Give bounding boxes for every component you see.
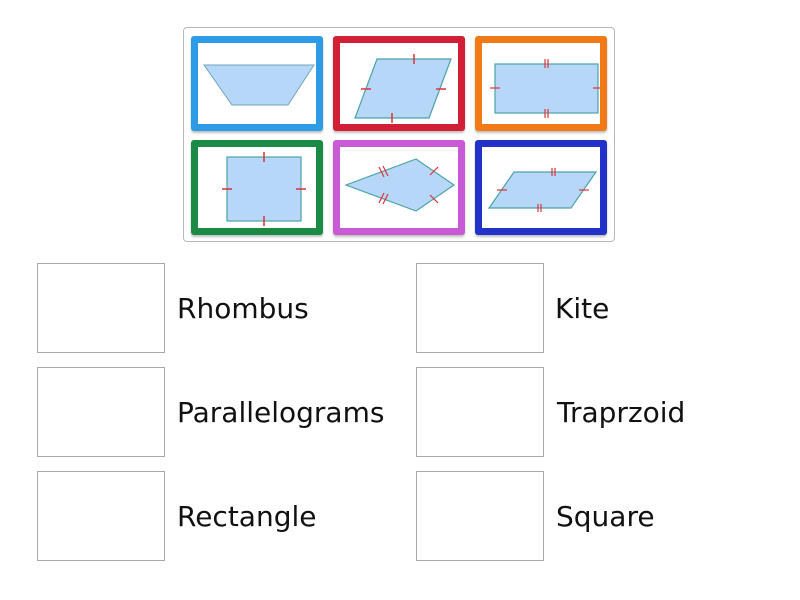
rhombus-shape-icon [354, 54, 452, 123]
drop-zone[interactable] [37, 263, 165, 353]
square-card[interactable] [191, 140, 323, 235]
drop-zone[interactable] [416, 471, 544, 561]
card-tray [183, 27, 615, 242]
square-shape-icon [222, 152, 306, 226]
rectangle-shape-icon [490, 59, 600, 118]
target-label: Square [556, 499, 655, 533]
target-label: Rectangle [177, 499, 317, 533]
target-row-kite: Kite [416, 263, 609, 353]
target-row-rectangle: Rectangle [37, 471, 316, 561]
rectangle-card[interactable] [475, 36, 607, 131]
target-label: Kite [555, 291, 610, 325]
target-label: Parallelograms [177, 395, 385, 429]
target-row-square: Square [416, 471, 655, 561]
parallelogram-shape-icon [487, 168, 598, 212]
kite-shape-icon [344, 158, 456, 212]
target-label: Rhombus [177, 291, 309, 325]
parallelogram-card[interactable] [475, 140, 607, 235]
target-row-parallelograms: Parallelograms [37, 367, 384, 457]
drop-zone[interactable] [37, 367, 165, 457]
target-label: Traprzoid [557, 395, 686, 429]
drop-zone[interactable] [416, 263, 544, 353]
drop-zone[interactable] [416, 367, 544, 457]
trapezoid-card[interactable] [191, 36, 323, 131]
kite-card[interactable] [333, 140, 465, 235]
trapezoid-shape-icon [203, 64, 315, 106]
target-row-rhombus: Rhombus [37, 263, 309, 353]
target-row-traprzoid: Traprzoid [416, 367, 685, 457]
drop-zone[interactable] [37, 471, 165, 561]
rhombus-card[interactable] [333, 36, 465, 131]
